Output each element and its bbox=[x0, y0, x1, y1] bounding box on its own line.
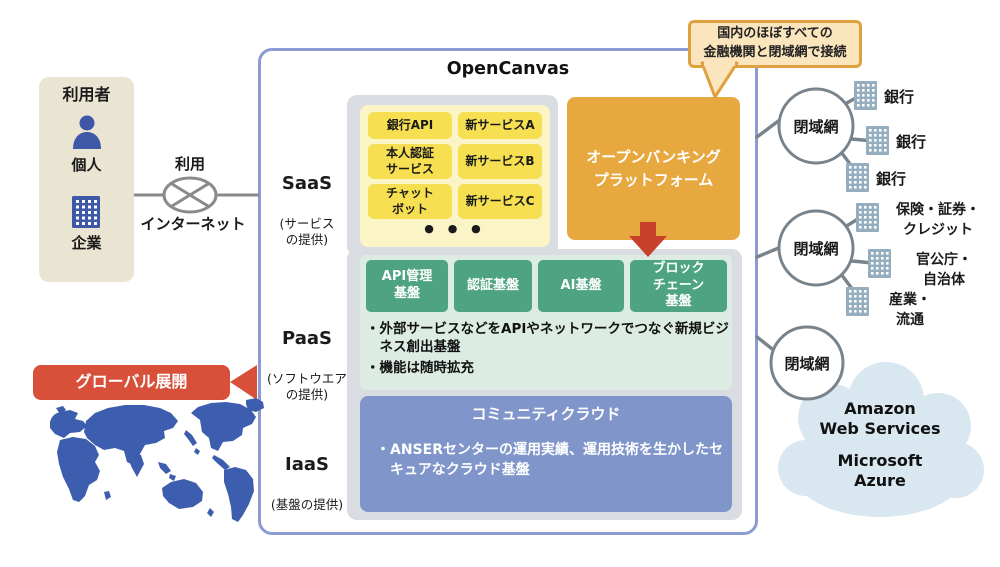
azure-label: Microsoft Azure bbox=[837, 451, 923, 490]
community-cloud-bullet: ・ANSERセンターの運用実績、運用技術を生かしたセキュアなクラウド基盤 bbox=[376, 442, 723, 478]
users-panel bbox=[39, 77, 134, 282]
office-building-icon bbox=[856, 203, 879, 232]
aws-label: Amazon Web Services bbox=[819, 399, 941, 438]
service-box-new-c: 新サービスC bbox=[458, 184, 542, 219]
service-label: チャット ボット bbox=[386, 185, 434, 216]
office-building-icon bbox=[854, 81, 877, 110]
users-panel-title: 利用者 bbox=[62, 85, 111, 104]
platform-label: オープンバンキング プラットフォーム bbox=[586, 148, 721, 189]
iaas-name: IaaS bbox=[285, 453, 329, 475]
layer-label-saas: SaaS (サービス の提供) bbox=[260, 151, 354, 268]
closed-network-label-2: 閉域網 bbox=[793, 240, 839, 258]
closed-network-label-3: 閉域網 bbox=[784, 355, 830, 373]
global-expansion-box: グローバル展開 bbox=[33, 365, 230, 400]
service-box-bank-api: 銀行API bbox=[368, 112, 452, 139]
bank-label-2: 銀行 bbox=[896, 133, 927, 151]
paas-bullet-1: ・外部サービスなどをAPIやネットワークでつなぐ新規ビジネス創出基盤 bbox=[366, 321, 729, 355]
insurance-securities-label: 保険・証券・ クレジット bbox=[896, 202, 980, 239]
bank-label-1: 銀行 bbox=[884, 88, 915, 106]
person-label: 個人 bbox=[71, 156, 102, 174]
paas-bullet-2: ・機能は随時拡充 bbox=[366, 360, 474, 376]
cloud-icon bbox=[778, 362, 984, 517]
internet-label: インターネット bbox=[140, 215, 246, 233]
paas-box-label: AI基盤 bbox=[560, 277, 602, 293]
service-box-new-b: 新サービスB bbox=[458, 144, 542, 179]
saas-name: SaaS bbox=[281, 172, 333, 194]
office-building-icon bbox=[866, 126, 889, 155]
layer-label-iaas: IaaS (基盤の提供) bbox=[252, 432, 362, 533]
service-label: 新サービスB bbox=[465, 153, 535, 168]
bank-label-3: 銀行 bbox=[876, 170, 907, 188]
paas-name: PaaS bbox=[282, 327, 332, 349]
service-box-identity: 本人認証 サービス bbox=[368, 144, 452, 179]
service-label: 新サービスC bbox=[465, 193, 535, 208]
global-expansion-label: グローバル展開 bbox=[75, 372, 188, 392]
paas-box-label: API管理 基盤 bbox=[381, 269, 433, 301]
office-building-icon bbox=[868, 249, 891, 278]
world-map-icon bbox=[50, 398, 264, 522]
company-label: 企業 bbox=[71, 234, 102, 252]
auth-platform-box: 認証基盤 bbox=[454, 260, 532, 312]
office-building-icon bbox=[846, 163, 869, 192]
more-services-dots: ● ● ● bbox=[424, 222, 486, 235]
paas-box-label: ブロック チェーン 基盤 bbox=[652, 260, 705, 310]
ai-platform-box: AI基盤 bbox=[538, 260, 624, 312]
service-label: 新サービスA bbox=[465, 117, 535, 132]
api-management-box: API管理 基盤 bbox=[366, 260, 448, 312]
paas-box-label: 認証基盤 bbox=[466, 277, 519, 293]
government-label: 官公庁・ 自治体 bbox=[916, 252, 972, 289]
open-banking-platform-box: オープンバンキング プラットフォーム bbox=[567, 97, 740, 240]
usage-label: 利用 bbox=[174, 155, 205, 173]
callout-text: 国内のほぼすべての 金融機関と閉域網で接続 bbox=[703, 26, 847, 60]
internet-connection bbox=[134, 176, 259, 214]
network-circle-x-icon bbox=[162, 176, 218, 214]
saas-desc: (サービス の提供) bbox=[279, 215, 335, 247]
paas-desc: (ソフトウエア の提供) bbox=[267, 370, 347, 402]
closed-network-label-1: 閉域網 bbox=[793, 118, 839, 136]
community-cloud-box bbox=[360, 396, 732, 512]
blockchain-platform-box: ブロック チェーン 基盤 bbox=[630, 260, 727, 312]
layer-label-paas: PaaS (ソフトウエア の提供) bbox=[260, 306, 354, 423]
diagram-title: OpenCanvas bbox=[446, 59, 570, 79]
service-box-new-a: 新サービスA bbox=[458, 112, 542, 139]
iaas-desc: (基盤の提供) bbox=[270, 496, 344, 512]
community-cloud-title: コミュニティクラウド bbox=[471, 405, 621, 423]
service-label: 本人認証 サービス bbox=[385, 145, 434, 176]
closed-network-callout: 国内のほぼすべての 金融機関と閉域網で接続 bbox=[688, 20, 862, 68]
service-box-chatbot: チャット ボット bbox=[368, 184, 452, 219]
service-label: 銀行API bbox=[386, 117, 434, 132]
red-left-triangle-icon bbox=[230, 365, 257, 400]
industry-label: 産業・ 流通 bbox=[889, 292, 931, 329]
